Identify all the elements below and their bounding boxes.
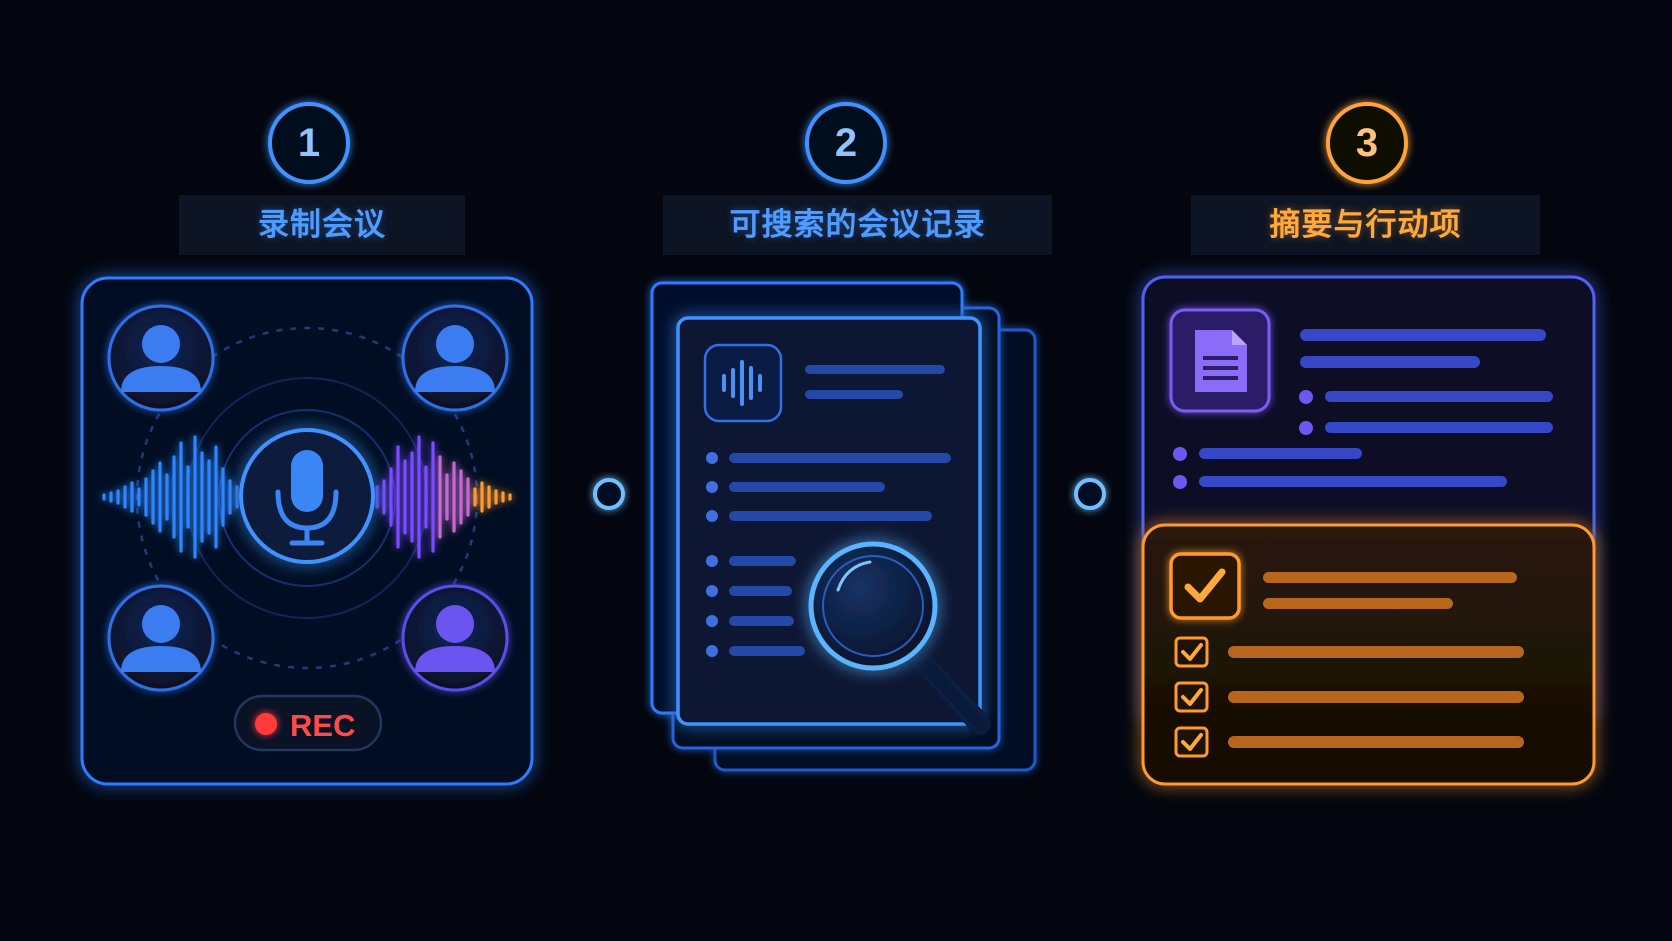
participant-avatar-icon [107, 584, 215, 692]
participant-avatar-icon [107, 304, 215, 412]
connector-2-3 [1032, 478, 1142, 510]
summary-panel [1141, 275, 1596, 786]
rec-label: REC [290, 708, 356, 743]
audio-wave-icon [703, 343, 783, 423]
step-3-title: 摘要与行动项 [1191, 195, 1540, 255]
microphone-icon [239, 428, 375, 564]
rec-badge [233, 694, 383, 752]
step-1-title: 录制会议 [179, 195, 465, 255]
step-3-number: 3 [1355, 121, 1379, 165]
step-2-title: 可搜索的会议记录 [663, 195, 1052, 255]
magnifier-icon [808, 541, 991, 735]
checkbox-checked-icon [1169, 552, 1241, 620]
connector-1-2 [535, 478, 652, 510]
step-2-number-circle [805, 102, 887, 184]
sound-wave-icon [102, 435, 512, 559]
summary-document-icon [1169, 308, 1271, 413]
step-1-number: 1 [297, 121, 321, 165]
participant-avatar-icon [401, 584, 509, 692]
participant-avatar-icon [401, 304, 509, 412]
record-meeting-panel [80, 276, 534, 786]
step-3-number-circle [1326, 102, 1408, 184]
action-items-panel [1141, 523, 1596, 786]
transcript-panel [650, 281, 1037, 772]
step-1-number-circle [268, 102, 350, 184]
step-2-number: 2 [834, 121, 858, 165]
